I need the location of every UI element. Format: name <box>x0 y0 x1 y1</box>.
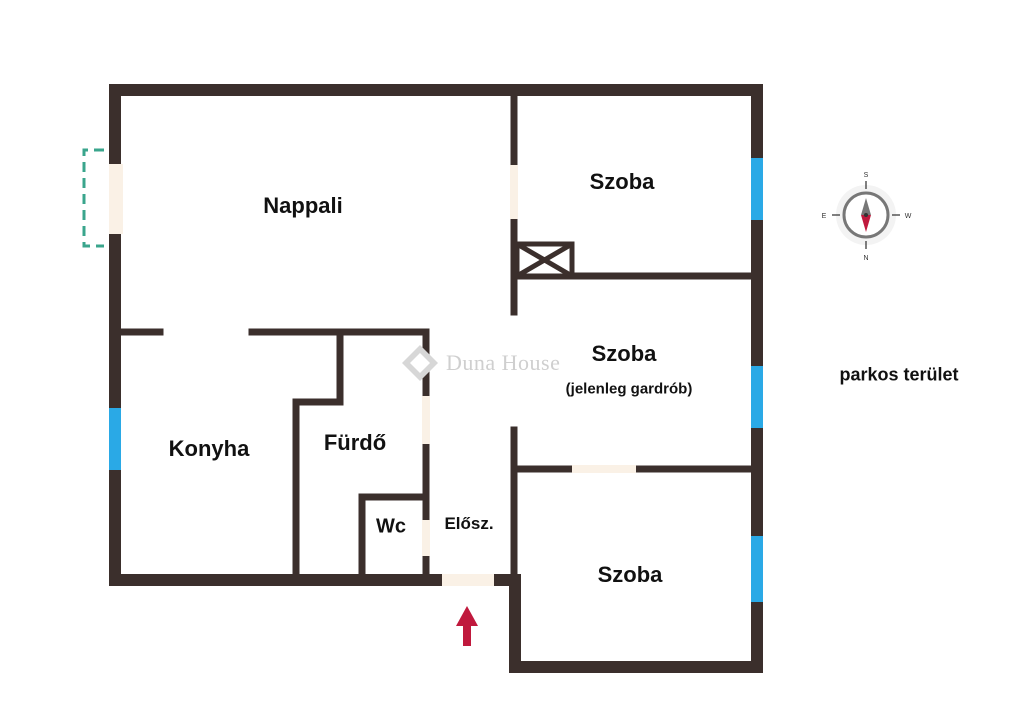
walls <box>109 84 763 673</box>
compass-w: W <box>905 213 912 220</box>
room-note-szoba-mid: (jelenleg gardrób) <box>565 380 693 398</box>
compass-e: E <box>822 213 827 220</box>
watermark-text: Duna House <box>446 350 561 375</box>
room-label-szoba-bottom: Szoba <box>597 562 663 587</box>
room-label-szoba-top: Szoba <box>589 169 655 194</box>
outer-wall-main <box>109 84 763 673</box>
door-openings <box>109 164 636 586</box>
interior-walls <box>117 92 755 578</box>
windows <box>109 158 763 602</box>
window-room-top <box>751 158 763 220</box>
room-label-konyha: Konyha <box>168 436 250 461</box>
room-label-eloszoba: Elősz. <box>444 514 494 533</box>
door-wc <box>422 520 430 556</box>
door-balcony <box>109 164 123 234</box>
window-room-mid <box>751 366 763 428</box>
room-label-furdo: Fürdő <box>323 430 387 455</box>
window-kitchen <box>109 408 121 470</box>
door-room-mid-bottom <box>572 465 636 473</box>
door-entrance <box>442 574 494 586</box>
watermark-logo-icon <box>402 345 438 381</box>
window-room-bottom <box>751 536 763 602</box>
room-label-szoba-mid: Szoba <box>591 341 657 366</box>
balcony-outline <box>82 148 104 248</box>
compass-n: N <box>863 255 868 262</box>
door-nappali-room <box>510 165 518 219</box>
outside-label: parkos terület <box>839 364 959 385</box>
compass-icon: S N E W <box>822 172 912 262</box>
room-label-nappali: Nappali <box>263 193 343 218</box>
entrance-arrow-icon <box>456 606 478 646</box>
shaft-icon <box>514 241 575 279</box>
room-label-wc: Wc <box>376 515 406 538</box>
door-bath <box>422 396 430 444</box>
compass-s: S <box>864 172 869 179</box>
